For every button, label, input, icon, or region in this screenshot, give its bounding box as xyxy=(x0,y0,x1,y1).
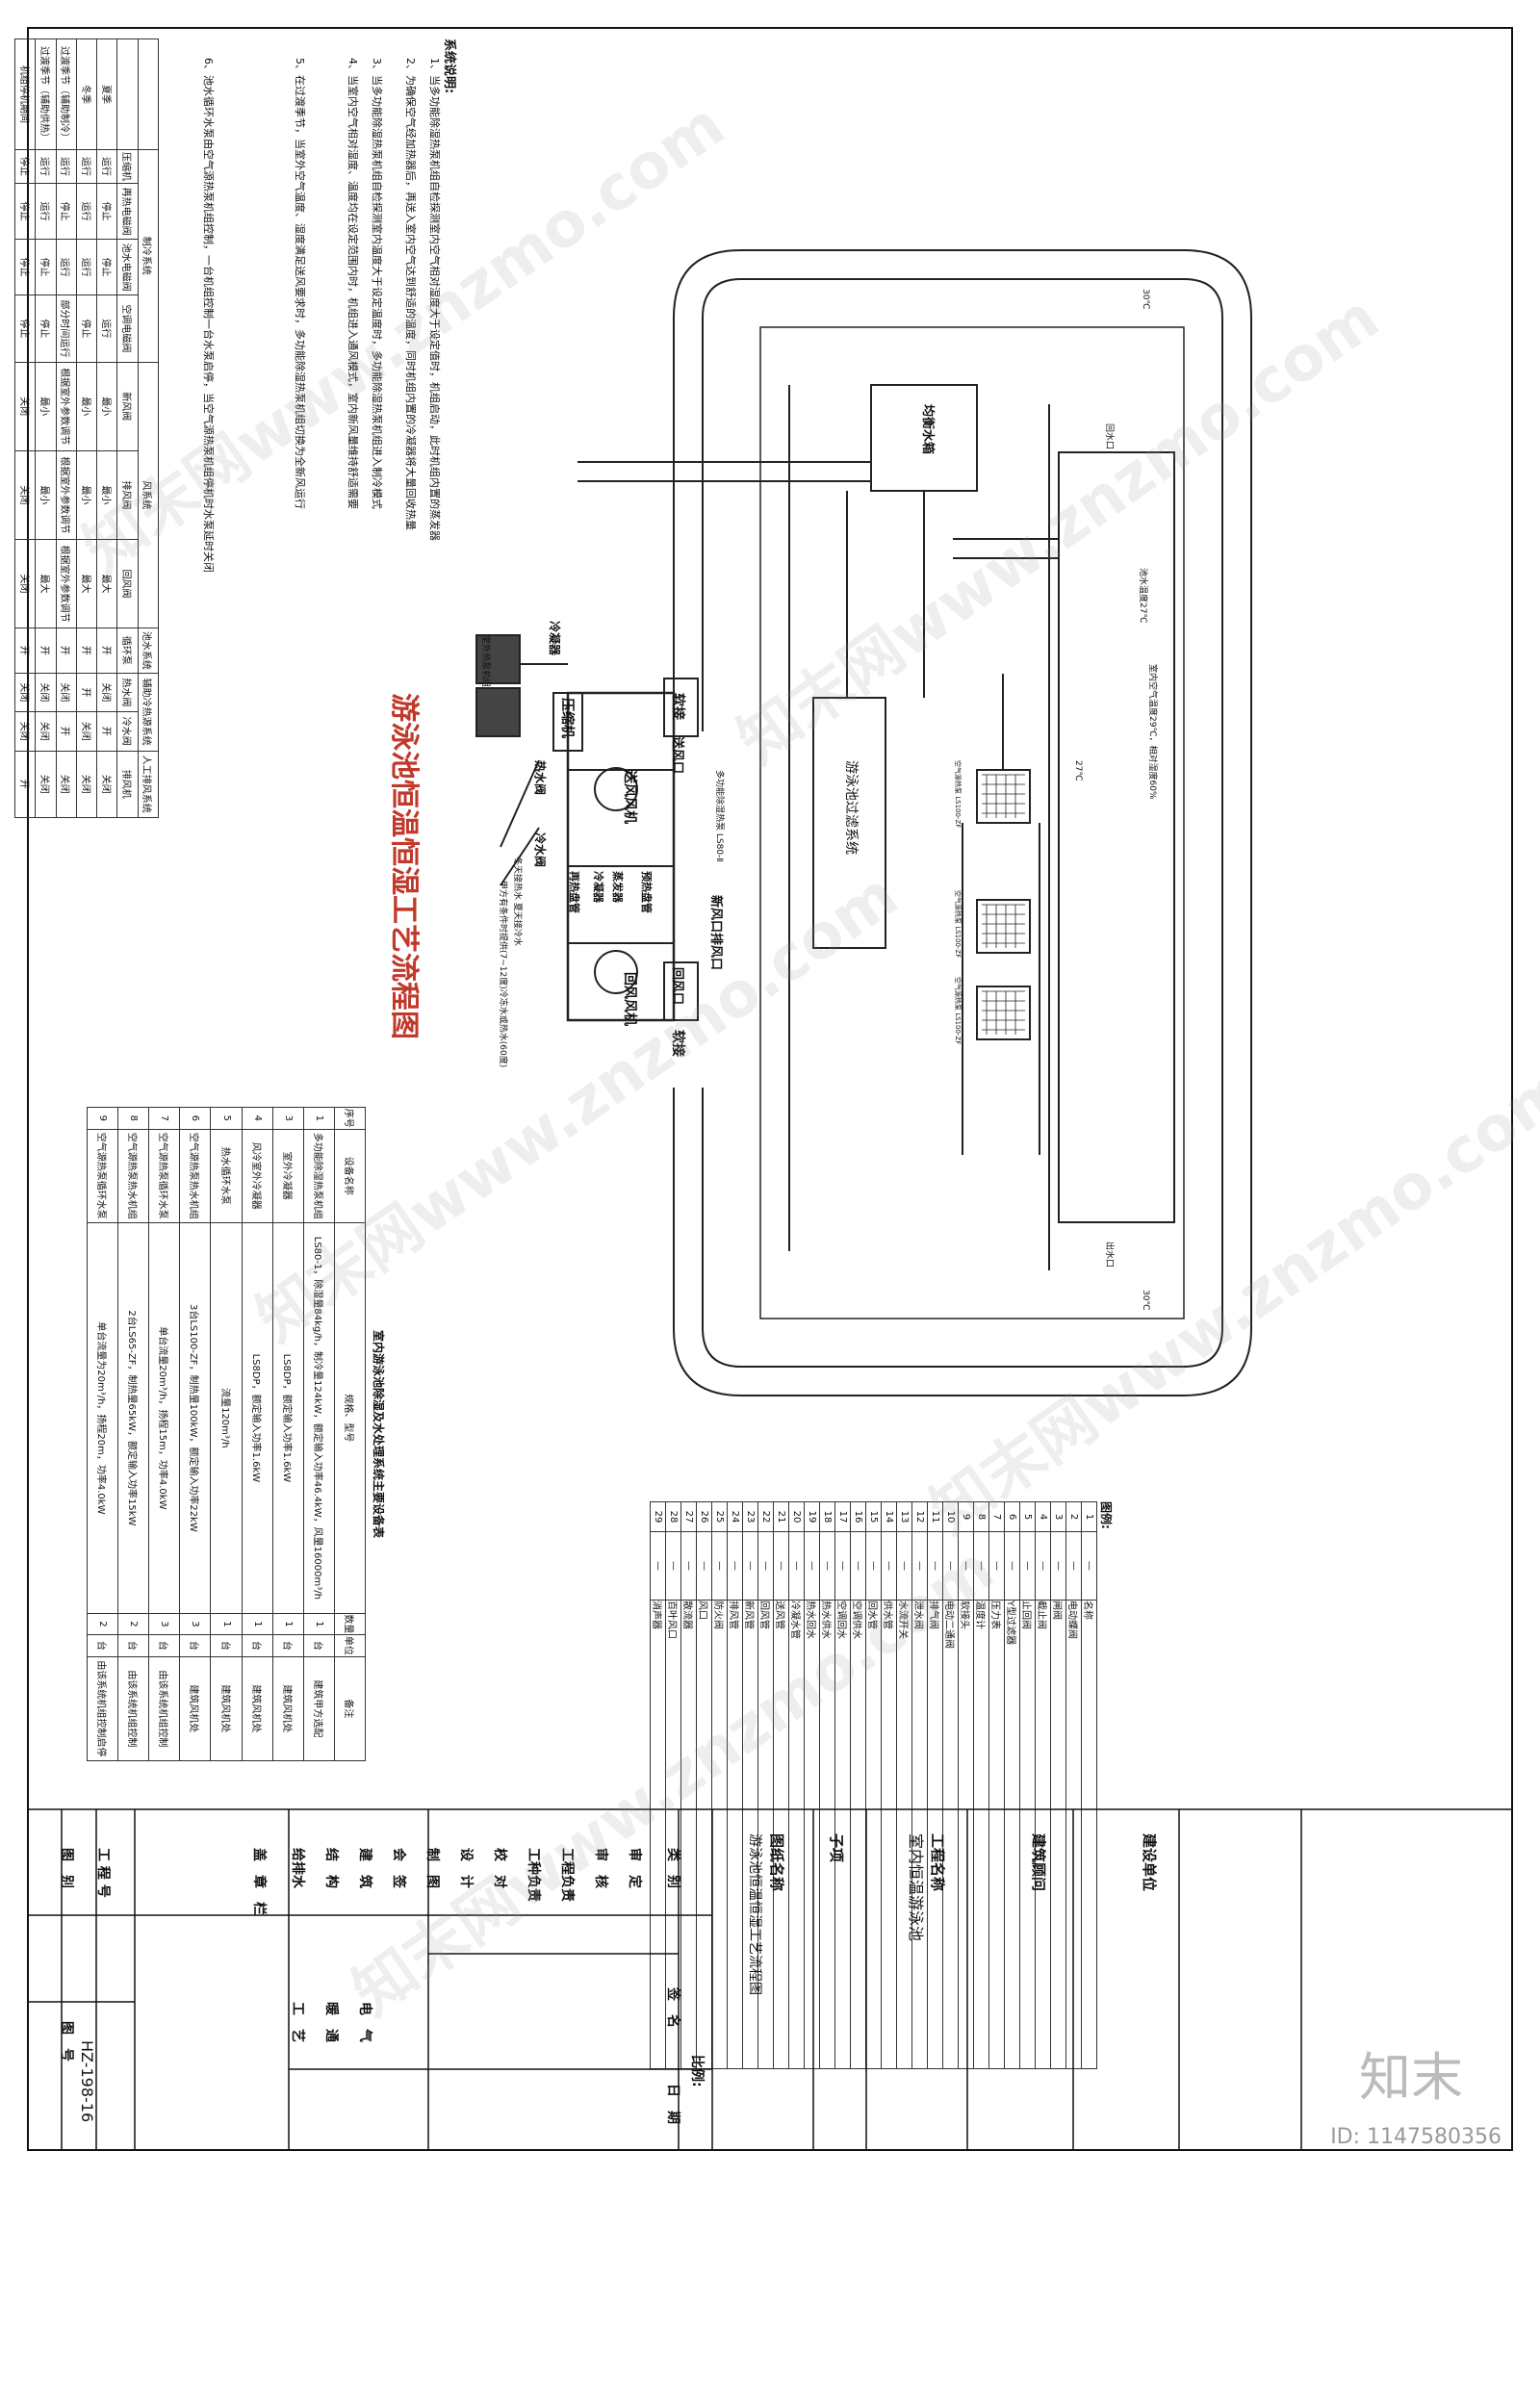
process-diagram xyxy=(475,249,1252,1396)
outdoor-condenser-2 xyxy=(475,687,521,737)
heat-pump-3 xyxy=(976,986,1031,1040)
pool-outline-left xyxy=(702,318,1223,1368)
drawing-sheet xyxy=(27,27,1513,2151)
brand-logo: 知末 xyxy=(1359,2047,1463,2108)
compressor-box xyxy=(552,692,583,752)
ahu-unit xyxy=(566,691,676,1022)
title-block-lines xyxy=(27,1808,1513,2151)
pool-body xyxy=(1058,451,1175,1223)
pool-outline-right xyxy=(702,278,1223,731)
heat-pump-2 xyxy=(976,899,1031,954)
id-text: ID: 1147580356 xyxy=(1330,2125,1502,2149)
filter-system-box xyxy=(812,697,886,949)
outdoor-condenser-1 xyxy=(475,634,521,684)
